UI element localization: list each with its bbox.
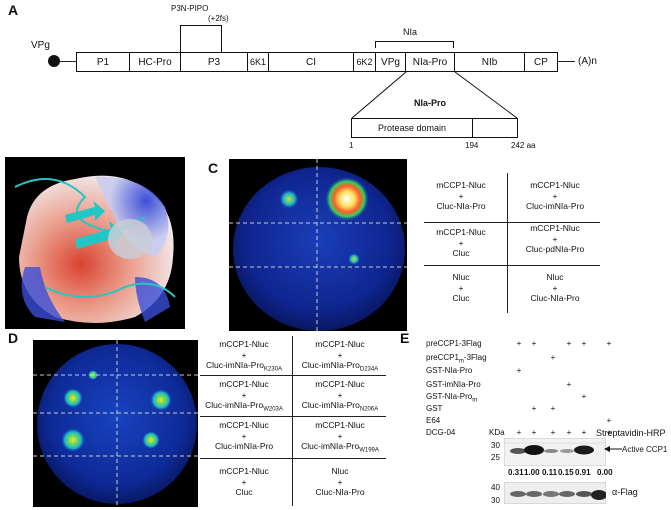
- nia-bracket: [375, 41, 454, 48]
- position-mid: 194: [465, 141, 479, 150]
- e-lane-mark: +: [550, 353, 556, 362]
- grid-d-hline-1: [200, 375, 386, 376]
- e-lane-mark: +: [516, 428, 522, 437]
- grid-c-hline-1: [424, 222, 600, 223]
- panel-label-a: A: [8, 2, 19, 18]
- e-quant-value: 0.31: [508, 468, 524, 477]
- e-quant-value: 0.11: [542, 468, 558, 477]
- vpg-left-label: VPg: [31, 40, 50, 51]
- frameshift-label: (+2fs): [208, 14, 229, 23]
- e-quant-value: 0.15: [558, 468, 574, 477]
- niapro-zoom-lines: [351, 71, 518, 119]
- grid-d-cell: mCCP1-Nluc+Cluc-imNIa-ProN206A: [301, 379, 379, 413]
- domain-cp: CP: [524, 52, 558, 72]
- e-quant-value: 0.91: [575, 468, 591, 477]
- c-terminal-box: [472, 118, 518, 138]
- e-quant-value: 1.00: [524, 468, 540, 477]
- protein-surface-image: [5, 157, 185, 329]
- e-quant-value: 0.00: [597, 468, 613, 477]
- e-lane-mark: +: [531, 404, 537, 413]
- nia-label: NIa: [403, 27, 418, 37]
- polya-label: (A)n: [578, 56, 597, 67]
- p3n-pipo-label: P3N-PIPO: [171, 4, 209, 13]
- arrow-icon: [604, 446, 622, 452]
- grid-c-cell: Nluc+Cluc: [452, 272, 470, 303]
- e-lane-mark: +: [566, 380, 572, 389]
- alpha-flag-label: α-Flag: [612, 487, 638, 497]
- mw-bottom-40: 40: [491, 483, 500, 492]
- active-ccp1-label: Active CCP1: [622, 445, 668, 454]
- polya-linker: [557, 61, 575, 62]
- vpg-dot: [48, 55, 60, 67]
- grid-c-cell: mCCP1-Nluc+Cluc-imNIa-Pro: [525, 180, 585, 211]
- e-row-label: GST-NIa-Prom: [426, 392, 478, 404]
- alpha-flag-blot: [504, 482, 606, 504]
- mw-bottom-30: 30: [491, 496, 500, 505]
- e-row-label: GST-NIa-Pro: [426, 366, 473, 375]
- e-lane-mark: +: [581, 428, 587, 437]
- mw-top-30: 30: [491, 441, 500, 450]
- grid-d-cell: mCCP1-Nluc+Cluc-imNIa-Pro: [214, 420, 274, 451]
- grid-d-hline-3: [200, 458, 386, 459]
- e-lane-mark: +: [550, 428, 556, 437]
- luciferase-image-d: [33, 340, 198, 507]
- grid-c-cell: mCCP1-Nluc+Cluc-pdNIa-Pro: [525, 223, 585, 254]
- position-start: 1: [349, 141, 354, 150]
- e-lane-mark: +: [606, 416, 612, 425]
- vpg-linker: [59, 61, 76, 62]
- grid-c-cell: Nluc+Cluc-NIa-Pro: [530, 272, 580, 303]
- e-lane-mark: +: [566, 428, 572, 437]
- grid-d-cell: mCCP1-Nluc+Cluc-imNIa-ProK230A: [205, 339, 283, 373]
- streptavidin-blot: [504, 438, 606, 466]
- grid-d-cell: Nluc+Cluc-NIa-Pro: [315, 466, 365, 497]
- grid-c-vline: [507, 173, 508, 313]
- niapro-title: NIa-Pro: [414, 98, 447, 108]
- grid-d-cell: mCCP1-Nluc+Cluc-imNIa-ProW199A: [301, 420, 379, 454]
- e-lane-mark: +: [531, 428, 537, 437]
- domain-vpg: VPg: [375, 52, 406, 72]
- grid-d-cell: mCCP1-Nluc+Cluc: [219, 466, 269, 497]
- position-end: 242 aa: [511, 141, 536, 150]
- e-lane-mark: +: [581, 392, 587, 401]
- p3n-pipo-bracket: [180, 25, 222, 52]
- protease-domain-box: Protease domain: [351, 118, 473, 138]
- grid-d-cell: mCCP1-Nluc+Cluc-imNIa-ProW203A: [205, 379, 283, 413]
- grid-d-hline-2: [200, 416, 386, 417]
- e-row-label: GST: [426, 404, 443, 413]
- e-lane-mark: +: [516, 339, 522, 348]
- grid-d-cell: mCCP1-Nluc+Cluc-imNIa-ProD234A: [301, 339, 379, 373]
- e-lane-mark: +: [606, 428, 612, 437]
- panel-label-e: E: [400, 330, 410, 346]
- kda-label: KDa: [489, 428, 505, 437]
- e-lane-mark: +: [606, 339, 612, 348]
- e-row-label: DCG-04: [426, 428, 456, 437]
- streptavidin-label: Streptavidin-HRP: [596, 428, 666, 438]
- e-lane-mark: +: [516, 366, 522, 375]
- grid-c-cell: mCCP1-Nluc+Cluc-NIa-Pro: [436, 180, 486, 211]
- mw-top-25: 25: [491, 453, 500, 462]
- e-lane-mark: +: [566, 339, 572, 348]
- e-row-label: preCCP1-3Flag: [426, 339, 482, 348]
- domain-p1: P1: [76, 52, 130, 72]
- e-lane-mark: +: [581, 339, 587, 348]
- e-lane-mark: +: [550, 404, 556, 413]
- grid-c-cell: mCCP1-Nluc+Cluc: [436, 227, 486, 258]
- e-lane-mark: +: [531, 339, 537, 348]
- grid-d-vline: [292, 336, 293, 506]
- panel-label-c: C: [208, 160, 219, 176]
- grid-c-hline-2: [424, 265, 600, 266]
- luciferase-image-c: [229, 159, 407, 331]
- e-row-label: GST-imNIa-Pro: [426, 380, 481, 389]
- e-row-label: E64: [426, 416, 441, 425]
- panel-label-d: D: [8, 330, 19, 346]
- e-row-label: preCCP1m-3Flag: [426, 353, 487, 365]
